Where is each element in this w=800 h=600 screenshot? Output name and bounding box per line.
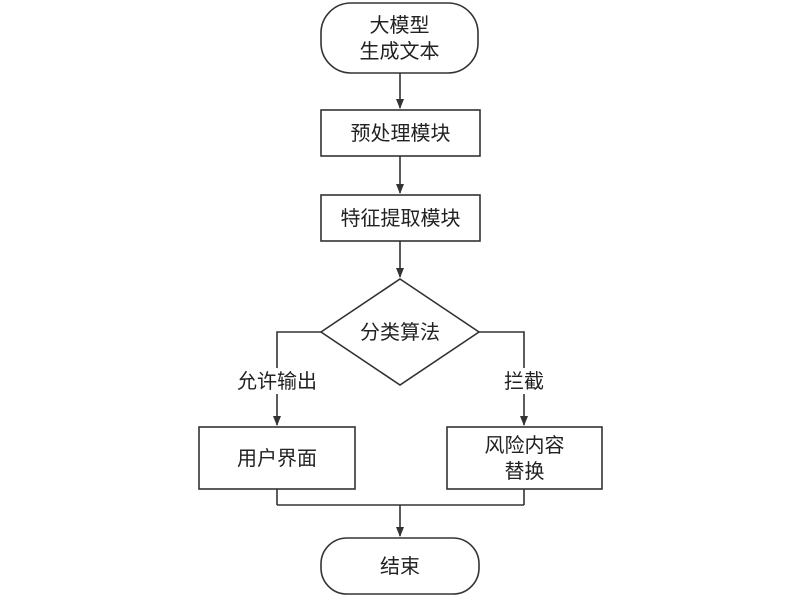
start-label-line1: 大模型	[369, 13, 430, 37]
feature-label: 特征提取模块	[340, 206, 461, 230]
allow-edge-label: 允许输出	[222, 368, 332, 394]
user-ui-node	[198, 426, 356, 490]
block-edge-label: 拦截	[494, 368, 554, 394]
replace-label-line2: 替换	[504, 459, 545, 483]
edge-block	[479, 331, 528, 426]
user-ui-label: 用户界面	[237, 446, 317, 470]
preprocess-node	[320, 109, 481, 157]
replace-node-label: 风险内容 替换	[447, 432, 602, 484]
classifier-diamond	[319, 278, 481, 386]
start-label-line2: 生成文本	[359, 39, 440, 63]
end-label: 结束	[380, 554, 420, 578]
end-node	[320, 537, 480, 595]
start-node-label: 大模型 生成文本	[321, 12, 478, 64]
replace-label-line1: 风险内容	[484, 433, 565, 457]
edge-allow	[273, 331, 321, 426]
preprocess-label: 预处理模块	[350, 121, 451, 145]
feature-node	[320, 194, 481, 242]
classifier-label: 分类算法	[360, 320, 440, 344]
